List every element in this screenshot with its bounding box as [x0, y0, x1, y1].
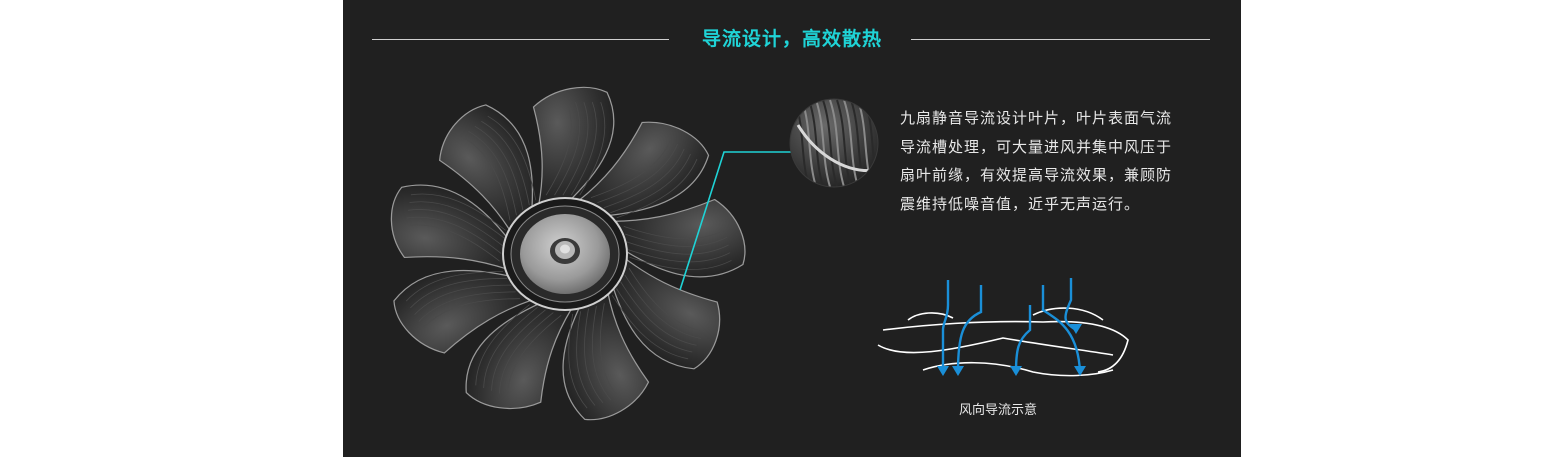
fan-illustration [390, 86, 1129, 421]
airflow-blade-outline [907, 312, 954, 321]
blade-groove [625, 233, 728, 247]
blade-groove [506, 314, 562, 397]
blade-closeup-image [789, 98, 879, 188]
airflow-arrow [1014, 305, 1032, 373]
blade-groove [422, 298, 520, 329]
closeup-groove [808, 99, 825, 187]
blade-groove [409, 201, 505, 239]
fan-blade [609, 256, 721, 370]
blade-groove [474, 125, 524, 211]
blade-groove [487, 115, 537, 201]
diagram-caption: 风向导流示意 [958, 403, 1037, 418]
feature-description: 九扇静音导流设计叶片，叶片表面气流导流槽处理，可大量进风并集中风压于扇叶前缘，有… [900, 109, 1173, 213]
blade-groove [406, 216, 502, 254]
blade-groove [616, 158, 698, 219]
blade-groove [627, 249, 731, 263]
blade-groove [611, 295, 689, 360]
title-rule-right [911, 39, 1210, 40]
blade-groove [591, 305, 612, 401]
fan-blade [562, 290, 650, 421]
closeup-groove [822, 99, 839, 187]
airflow-blade-outline [882, 320, 1129, 373]
blade-groove [481, 120, 530, 206]
closeup-groove [815, 99, 832, 187]
blade-groove [620, 281, 697, 346]
blade-groove [407, 209, 503, 247]
blade-groove [405, 224, 500, 262]
blade-groove [491, 309, 546, 391]
fan-blade [393, 269, 534, 354]
blade-groove [410, 193, 506, 231]
airflow-blade-outline [877, 337, 1114, 356]
blade-groove [545, 101, 572, 196]
blade-groove [499, 312, 554, 394]
blade-groove [597, 143, 679, 204]
airflow-diagram [877, 278, 1129, 377]
fan-blade [577, 121, 710, 218]
feature-panel: 导流设计，高效散热 [343, 0, 1241, 457]
closeup-groove [836, 99, 853, 187]
blade-groove [414, 284, 512, 315]
blade-groove [629, 256, 732, 270]
blade-groove [570, 101, 597, 196]
blade-groove [616, 288, 693, 353]
fan-blade [532, 86, 615, 206]
blade-groove [590, 138, 672, 198]
title-rule-left [372, 39, 669, 40]
callout-line [679, 151, 795, 291]
blade-groove [562, 101, 589, 196]
blade-groove [568, 313, 588, 409]
blade-groove [624, 274, 701, 339]
airflow-arrowhead [952, 366, 964, 376]
blade-groove [623, 226, 726, 240]
blade-groove [554, 101, 581, 196]
airflow-arrowhead [1074, 366, 1086, 376]
blade-groove [468, 131, 517, 216]
blade-groove [418, 291, 516, 322]
blade-groove [461, 136, 511, 221]
blade-groove [576, 311, 596, 406]
blade-groove [483, 306, 538, 389]
blade-groove [599, 303, 620, 398]
blade-groove [603, 148, 685, 209]
blade-groove [628, 267, 705, 333]
section-title: 导流设计，高效散热 [701, 28, 882, 50]
blade-groove [579, 101, 606, 196]
blade-groove [410, 277, 508, 309]
airflow-arrowhead [937, 366, 949, 376]
airflow-arrow [1041, 285, 1082, 373]
airflow-arrow [941, 280, 950, 372]
airflow-blade-outline [922, 361, 1114, 377]
blade-groove [584, 308, 604, 404]
airflow-arrow [956, 285, 983, 373]
closeup-rim [796, 124, 878, 173]
blade-groove [475, 304, 530, 386]
airflow-arrowhead [1070, 324, 1082, 334]
closeup-groove [829, 99, 846, 187]
blade-groove [610, 153, 691, 214]
blade-groove [405, 271, 504, 302]
fan-blades [390, 86, 746, 421]
blade-groove [626, 241, 729, 255]
fan-hub [502, 197, 628, 311]
airflow-arrowhead [1010, 366, 1022, 376]
